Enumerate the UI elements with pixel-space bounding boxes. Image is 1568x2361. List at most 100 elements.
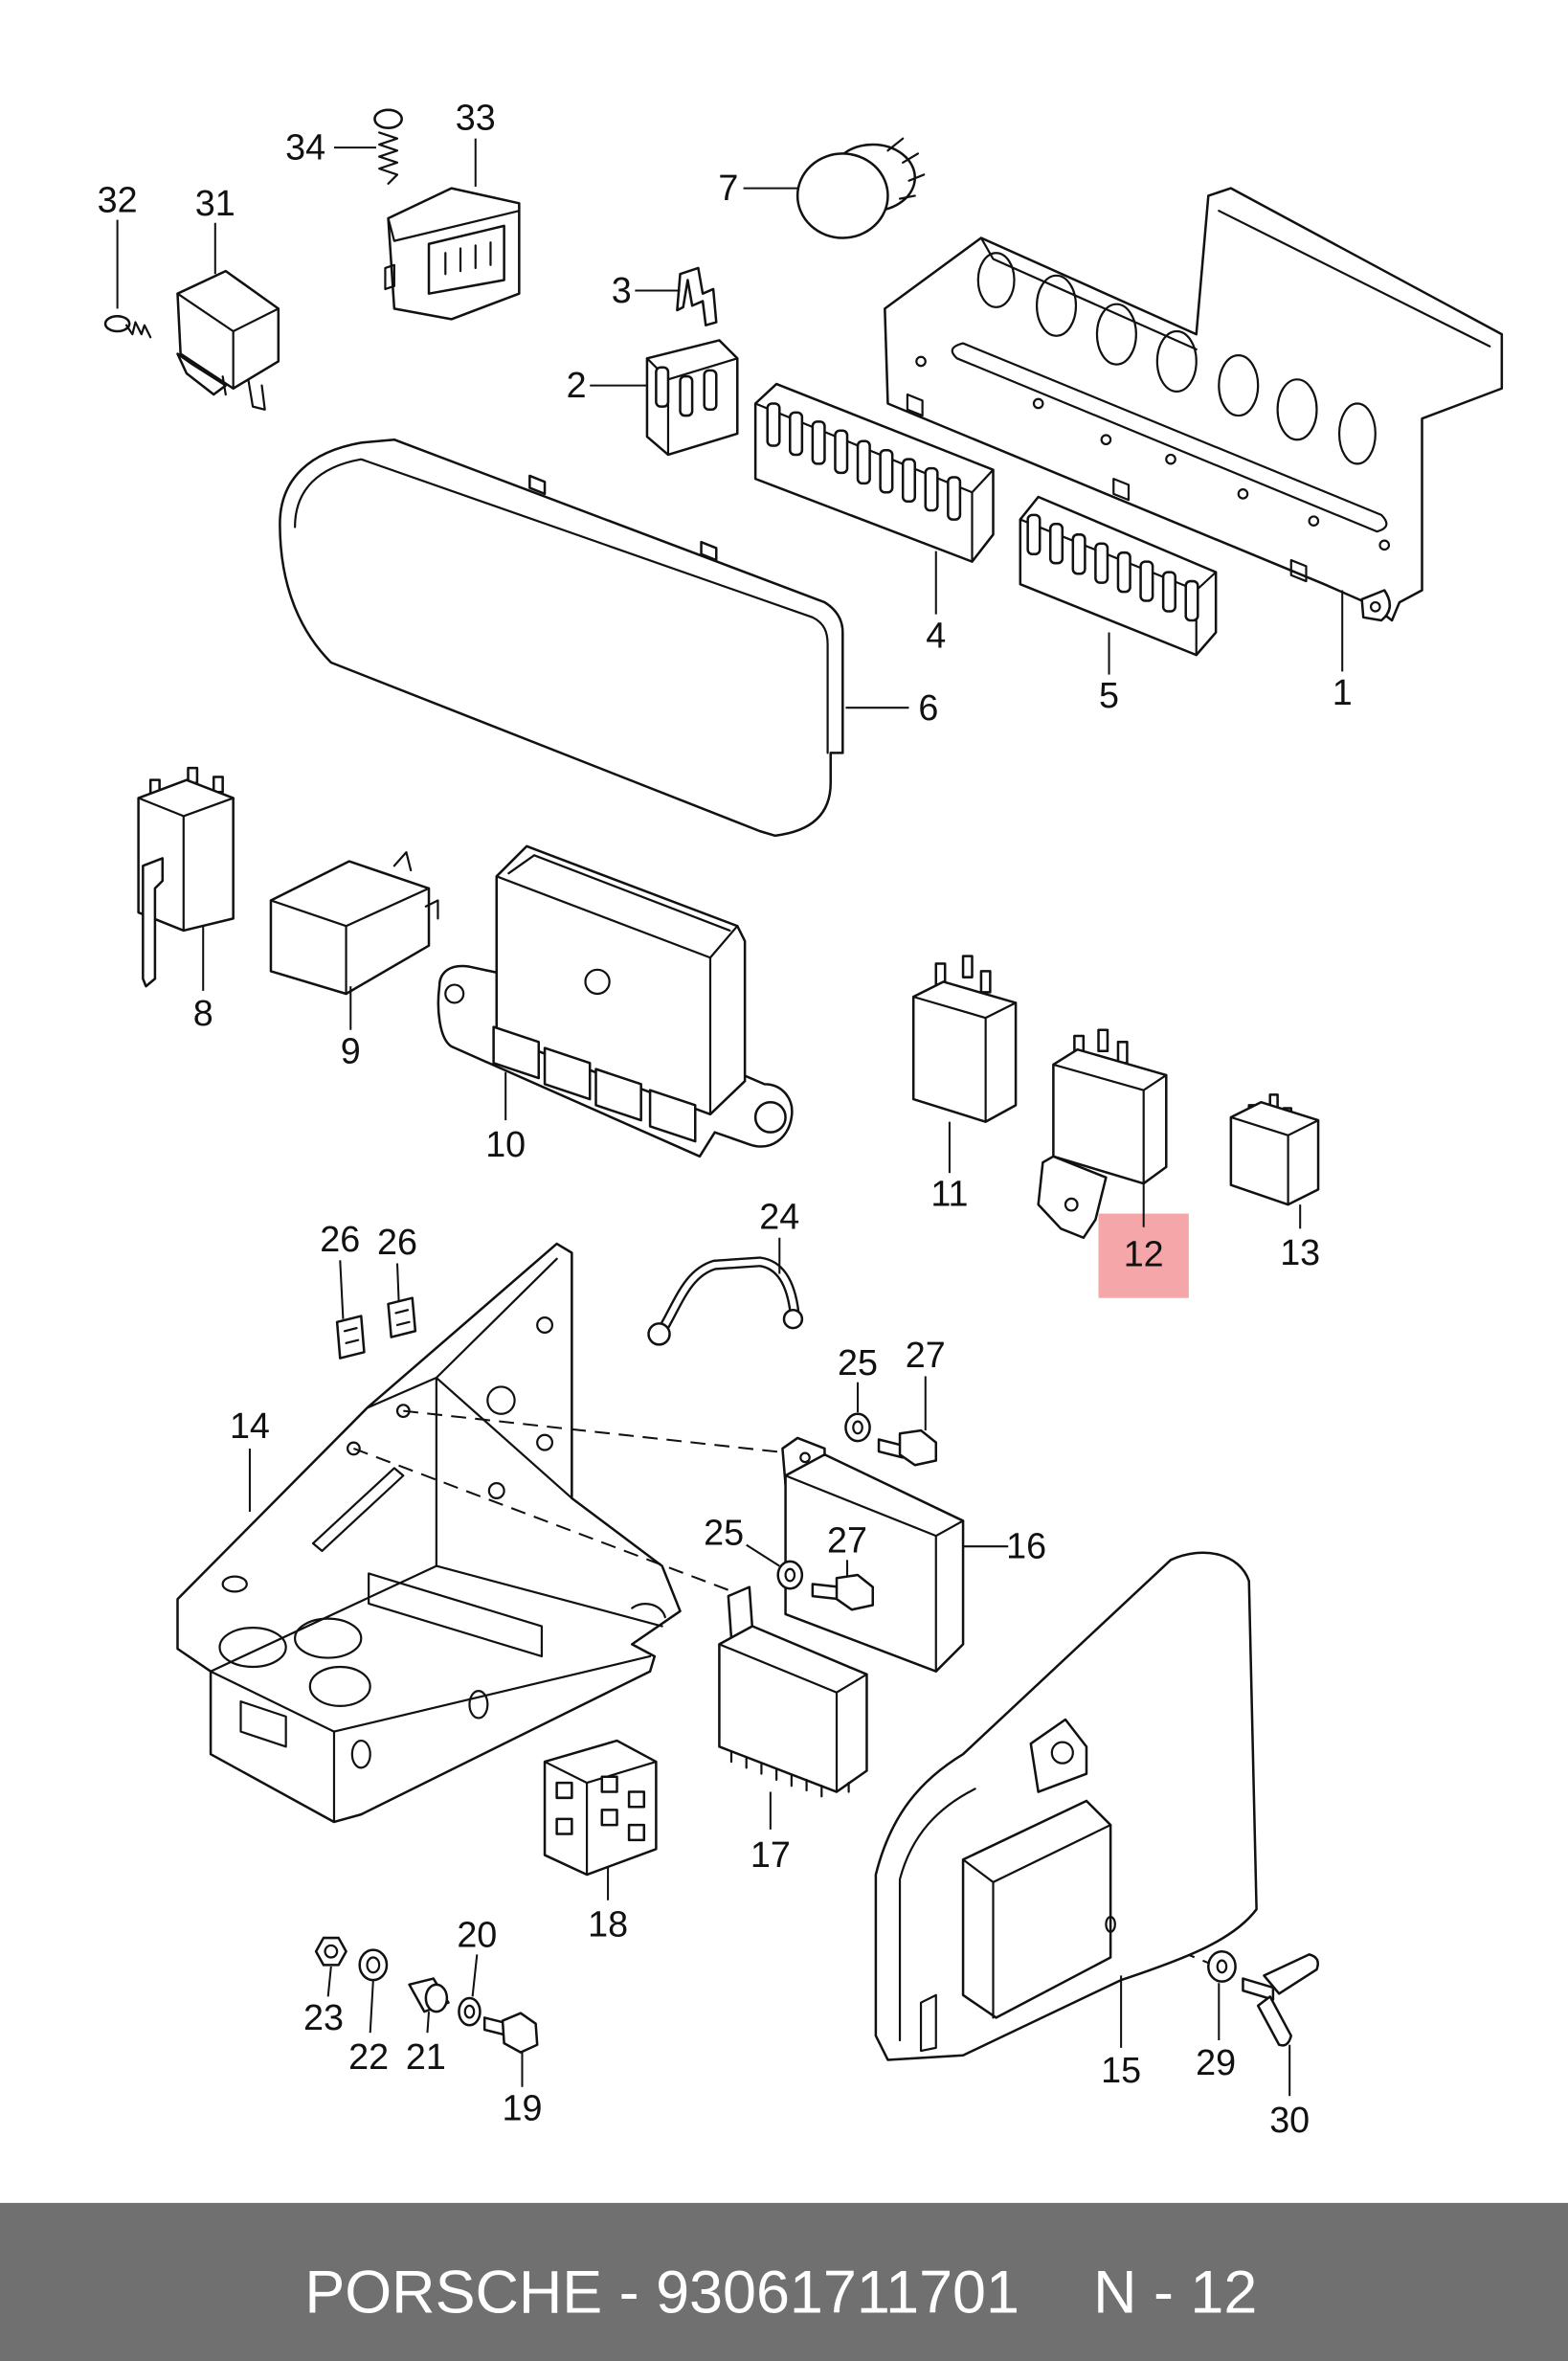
callout-label: 34	[285, 127, 325, 168]
part-21-bushing	[408, 1977, 450, 2013]
gauge-hole	[1337, 402, 1377, 465]
part-27-bolt	[811, 1573, 875, 1611]
leader-line	[746, 1543, 780, 1567]
callout-label: 10	[485, 1124, 526, 1164]
part-26-clip	[335, 1315, 366, 1360]
fuse-box-edge	[754, 402, 995, 563]
fuse	[789, 411, 804, 457]
part-16-control-box	[781, 1436, 965, 1673]
mount-hole	[1308, 515, 1320, 527]
gauge-hole	[1276, 378, 1318, 441]
cable-terminal	[782, 1308, 804, 1330]
callout-label: 25	[704, 1513, 744, 1553]
fuse	[766, 402, 781, 447]
tab-hole	[799, 1451, 811, 1464]
callout-2: 2	[567, 365, 647, 405]
callout-34: 34	[285, 127, 376, 168]
round-unit-body	[795, 152, 889, 239]
round-unit-pins	[886, 137, 926, 200]
relay-pin	[1097, 1028, 1109, 1053]
relay-terminals	[221, 375, 266, 411]
fuse	[901, 458, 917, 503]
screw-thread	[124, 321, 152, 339]
relay-body	[1229, 1100, 1320, 1206]
part-31-relay	[176, 269, 280, 411]
callout-19: 19	[502, 2051, 542, 2127]
relay-edge	[137, 797, 235, 933]
fuse	[834, 429, 849, 475]
relay-body	[137, 778, 235, 933]
callout-27: 27	[827, 1519, 867, 1577]
part-19-bolt	[482, 2012, 539, 2054]
callout-31: 31	[195, 183, 235, 275]
leader-line	[395, 1263, 400, 1301]
callout-27: 27	[906, 1335, 946, 1431]
part-30-wing-bolt	[1242, 1953, 1320, 2047]
mount-hole	[1165, 453, 1176, 465]
washer-hole	[784, 1567, 796, 1583]
screw-head	[373, 108, 403, 129]
callout-25: 25	[838, 1342, 878, 1413]
callout-24: 24	[759, 1196, 799, 1274]
part-32-screw	[103, 315, 152, 339]
panel-tab	[906, 393, 1308, 583]
part-2-fuse-holder	[645, 339, 739, 457]
leader-line	[426, 2012, 431, 2034]
bracket-notch	[631, 1603, 666, 1619]
mount-hole	[1237, 488, 1249, 500]
relay-pin	[1116, 1041, 1129, 1065]
callout-label: 32	[98, 180, 138, 220]
panel-flange-edge	[979, 210, 1491, 350]
callout-12-highlighted: 12	[1098, 1183, 1189, 1298]
callout-label: 21	[406, 2036, 446, 2077]
callout-label: 2	[567, 365, 587, 405]
control-unit-hole	[584, 968, 611, 996]
callout-label: 5	[1099, 675, 1119, 715]
connector	[543, 1046, 592, 1101]
cover-tab-hole	[1050, 1741, 1074, 1765]
callout-16: 16	[963, 1526, 1046, 1566]
callout-1: 1	[1333, 590, 1353, 712]
callout-29: 29	[1196, 1983, 1236, 2082]
part-5-fuse-box	[1019, 495, 1218, 657]
washer-hole	[463, 2004, 476, 2019]
cover-tab	[1029, 1718, 1088, 1793]
panel-ear	[1360, 589, 1391, 622]
fuse	[1026, 513, 1042, 556]
part-26-clip	[387, 1296, 417, 1338]
callout-label: 13	[1280, 1232, 1320, 1272]
clip-shape	[676, 266, 718, 326]
callout-label: 16	[1006, 1526, 1046, 1566]
callout-label: 7	[718, 168, 738, 208]
fuses	[766, 402, 962, 521]
callout-10: 10	[485, 1071, 526, 1164]
gauge-hole	[1218, 354, 1260, 417]
footer-bar: PORSCHE - 93061711701 N - 12	[0, 2202, 1568, 2361]
control-box-pins	[729, 1749, 850, 1798]
gauge-hole	[1155, 329, 1198, 394]
callout-label: 18	[588, 1903, 628, 1944]
callout-label: 11	[930, 1174, 968, 1214]
control-box-body	[784, 1452, 965, 1673]
fuse-socket-body	[543, 1739, 658, 1877]
fuse	[1048, 523, 1064, 565]
relay-terminals	[392, 851, 439, 920]
callout-label: 22	[348, 2036, 389, 2077]
callout-32: 32	[98, 180, 138, 309]
base-boss	[753, 1100, 787, 1134]
gauge-hole	[976, 252, 1016, 308]
fuse	[947, 476, 962, 521]
callout-label: 17	[750, 1834, 791, 1875]
bushing-face	[424, 1983, 449, 2013]
washer-hole	[366, 1956, 381, 1974]
leader-line	[326, 1966, 332, 1997]
bracket-plate-hole	[487, 1482, 505, 1499]
callout-label: 1	[1333, 672, 1353, 712]
part-24-ground-cable	[647, 1256, 804, 1346]
gauge-hole	[1035, 274, 1078, 337]
relay-body	[269, 860, 431, 996]
cable-terminal	[647, 1322, 671, 1346]
control-box-edge	[784, 1474, 965, 1673]
callout-18: 18	[588, 1867, 628, 1944]
cover-hole	[1105, 1915, 1116, 1933]
